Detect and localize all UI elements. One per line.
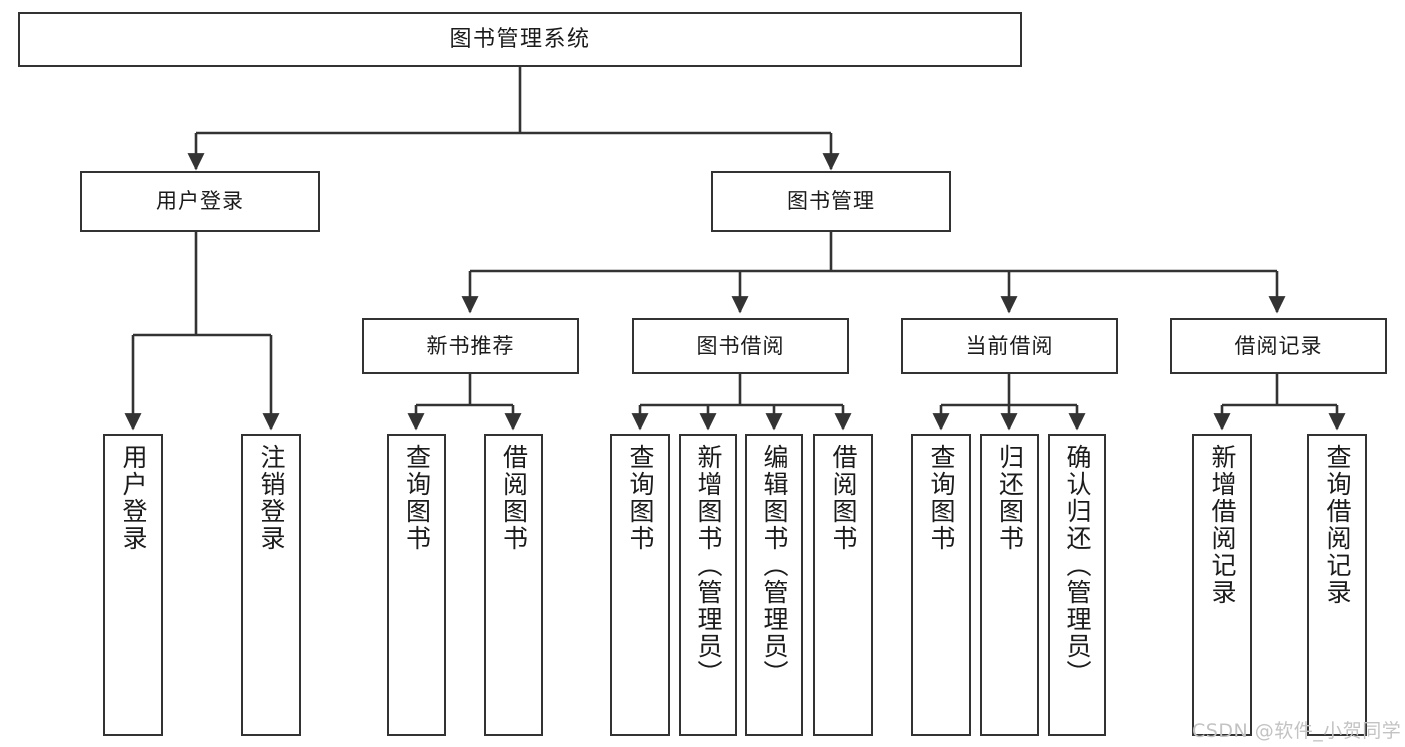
node-label: 图书管理系统 [449, 26, 591, 52]
node-new-book-recommend[interactable]: 新书推荐 [362, 318, 579, 374]
node-label: 新增图书（管理员） [694, 444, 723, 687]
leaf-user-login-logout[interactable]: 注销登录 [241, 434, 301, 736]
leaf-new-book-borrow-book[interactable]: 借阅图书 [484, 434, 543, 736]
node-label: 查询图书 [402, 444, 432, 552]
leaf-borrow-record-add-record[interactable]: 新增借阅记录 [1192, 434, 1252, 736]
csdn-watermark: CSDN @软件_小贺同学 [1192, 720, 1402, 742]
leaf-borrow-record-query-record[interactable]: 查询借阅记录 [1307, 434, 1367, 736]
leaf-current-borrow-confirm-return-admin[interactable]: 确认归还（管理员） [1048, 434, 1106, 736]
leaf-user-login-login[interactable]: 用户登录 [103, 434, 163, 736]
leaf-current-borrow-query-book[interactable]: 查询图书 [911, 434, 971, 736]
node-label: 查询借阅记录 [1323, 444, 1352, 606]
leaf-current-borrow-return-book[interactable]: 归还图书 [980, 434, 1039, 736]
node-borrow-record[interactable]: 借阅记录 [1170, 318, 1387, 374]
node-label: 借阅记录 [1234, 333, 1323, 358]
node-label: 新书推荐 [426, 333, 515, 358]
node-label: 用户登录 [119, 444, 148, 552]
leaf-book-borrow-query-book[interactable]: 查询图书 [610, 434, 670, 736]
node-root-book-management-system[interactable]: 图书管理系统 [18, 12, 1022, 67]
leaf-book-borrow-add-book-admin[interactable]: 新增图书（管理员） [679, 434, 737, 736]
node-book-management[interactable]: 图书管理 [711, 171, 951, 232]
node-label: 图书借阅 [696, 333, 785, 358]
leaf-new-book-query-book[interactable]: 查询图书 [387, 434, 446, 736]
node-label: 归还图书 [995, 444, 1025, 552]
node-user-login[interactable]: 用户登录 [80, 171, 320, 232]
node-label: 借阅图书 [499, 444, 529, 552]
node-label: 图书管理 [787, 189, 875, 213]
node-label: 查询图书 [626, 444, 655, 552]
node-label: 注销登录 [257, 444, 286, 552]
node-label: 用户登录 [156, 189, 244, 213]
leaf-book-borrow-borrow-book[interactable]: 借阅图书 [813, 434, 873, 736]
node-label: 借阅图书 [829, 444, 858, 552]
node-label: 查询图书 [927, 444, 956, 552]
node-label: 编辑图书（管理员） [760, 444, 789, 687]
node-current-borrow[interactable]: 当前借阅 [901, 318, 1118, 374]
node-label: 确认归还（管理员） [1063, 444, 1092, 687]
node-label: 新增借阅记录 [1208, 444, 1237, 606]
node-book-borrow[interactable]: 图书借阅 [632, 318, 849, 374]
leaf-book-borrow-edit-book-admin[interactable]: 编辑图书（管理员） [745, 434, 803, 736]
node-label: 当前借阅 [965, 333, 1054, 358]
